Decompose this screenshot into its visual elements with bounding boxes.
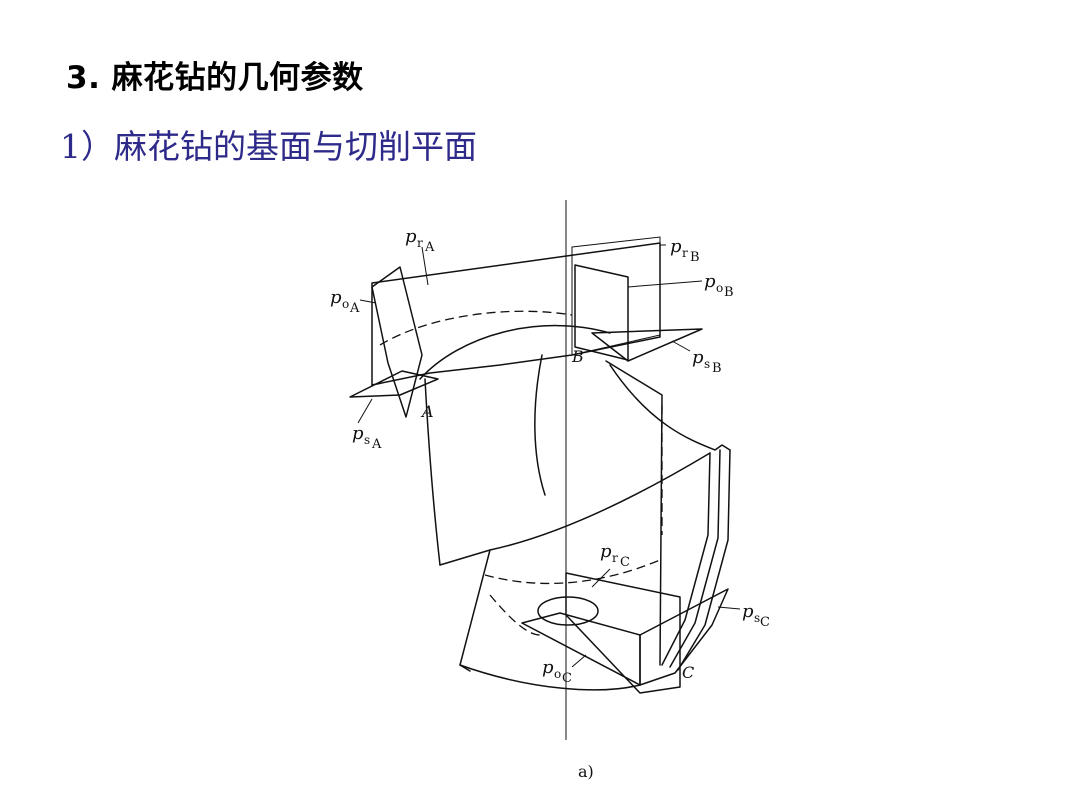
label-pr-B-main: p [670,236,682,257]
twist-drill-figure: p r A p o A p s A p r B p o B [310,195,780,795]
slide-subtitle: 1）麻花钻的基面与切削平面 [60,127,477,166]
drill-flute-curve [489,452,711,551]
plane-ps-A [349,370,439,398]
drill-land-left [661,452,711,666]
label-ps-C-subsub: C [760,615,770,630]
label-pr-A: p r A [405,226,435,255]
plane-po-A [371,266,423,418]
drill-body-right [605,360,663,666]
label-pr-C-sub: r [612,551,618,565]
label-po-C-subsub: C [562,671,572,686]
leader-prA [421,246,429,286]
label-ps-C: p s C [742,601,770,630]
drill-body-left [424,378,441,566]
point-label-A: A [420,402,434,421]
label-ps-C-main: p [742,601,754,622]
label-pr-C-subsub: C [620,555,630,570]
leader-poA [359,299,377,304]
plane-ps-C [639,588,729,686]
plane-pr-top [371,242,661,386]
slide-title: 3. 麻花钻的几何参数 [66,60,364,96]
leader-prC [591,568,611,588]
twist-drill-diagram: p r A p o A p s A p r B p o B [330,200,770,781]
label-pr-C-main: p [600,541,612,562]
drill-body-flute [534,354,546,496]
label-pr-A-subsub: A [424,240,435,255]
label-po-A-subsub: A [349,301,360,316]
drill-lower-left [439,549,491,672]
leader-poB [627,280,703,288]
label-ps-B-subsub: B [712,361,722,376]
leader-psA [357,398,373,424]
drill-bottom-arc [459,664,641,691]
label-po-C-sub: o [554,667,561,681]
drill-land-right [677,449,731,671]
label-ps-B-main: p [692,347,704,368]
label-pr-B-sub: r [682,246,688,260]
drill-center-web [537,596,599,626]
label-pr-B-subsub: B [690,250,700,265]
leader-poC [571,654,587,668]
plane-ps-B [591,328,703,362]
label-po-A-sub: o [342,297,349,311]
label-po-A-main: p [330,287,342,308]
label-ps-A: p s A [352,423,382,452]
plane-po-B [574,264,629,361]
drill-body-helix [609,364,731,451]
label-pr-A-main: p [405,226,417,247]
label-ps-B: p s B [692,347,722,376]
leader-psC [717,606,741,610]
label-ps-A-main: p [352,423,364,444]
label-pr-B: p r B [670,236,700,265]
figure-caption: a) [578,762,594,781]
drill-dashed-inner [484,559,661,585]
label-ps-B-sub: s [704,357,710,371]
label-ps-C-sub: s [754,611,760,625]
drill-land-mid [669,449,721,668]
cutting-edge-top [419,324,611,380]
plane-pr-C [565,572,681,694]
point-label-B: B [571,347,584,366]
label-po-B-sub: o [716,281,723,295]
cutting-edge-dash [379,310,573,346]
label-ps-A-subsub: A [371,437,382,452]
label-po-A: p o A [330,287,360,316]
plane-pr-B-band [571,236,661,356]
drill-bottom-chisel [489,594,541,636]
label-po-C: p o C [542,657,572,686]
label-po-C-main: p [542,657,554,678]
label-po-B: p o B [704,271,734,300]
label-pr-C: p r C [600,541,630,570]
label-pr-A-sub: r [417,236,423,250]
point-label-C: C [682,663,694,682]
leader-psB [671,340,691,352]
label-po-B-subsub: B [724,285,734,300]
label-po-B-main: p [704,271,716,292]
label-ps-A-sub: s [364,433,370,447]
